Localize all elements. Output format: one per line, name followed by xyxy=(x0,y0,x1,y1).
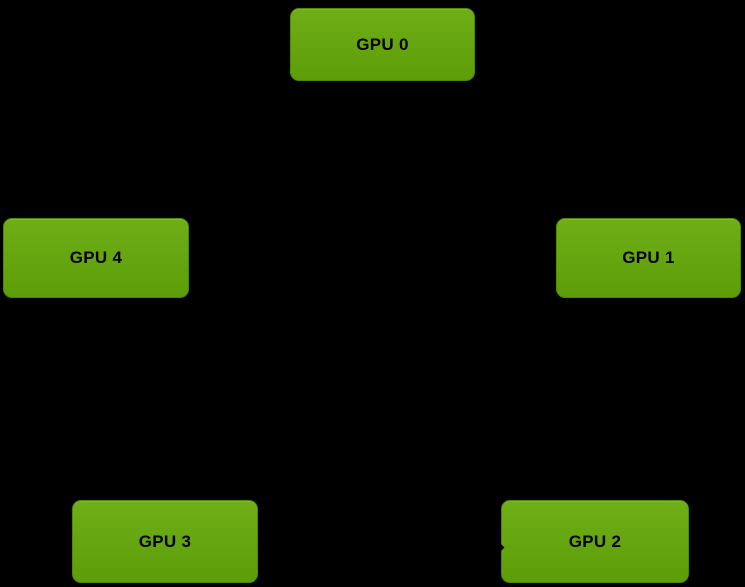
gpu-node-label: GPU 3 xyxy=(138,531,192,551)
gpu-node-label: GPU 4 xyxy=(69,248,123,267)
gpu-node-label: GPU 0 xyxy=(356,34,409,54)
node-gpu-0: GPU 0 xyxy=(290,8,475,81)
node-gpu-1: GPU 1 xyxy=(556,218,741,298)
gpu-node-label: GPU 2 xyxy=(568,531,622,551)
node-gpu-2: GPU 2 xyxy=(501,500,689,583)
gpu-node-label: GPU 1 xyxy=(622,248,675,267)
node-gpu-4: GPU 4 xyxy=(3,218,189,298)
node-gpu-3: GPU 3 xyxy=(72,500,258,583)
